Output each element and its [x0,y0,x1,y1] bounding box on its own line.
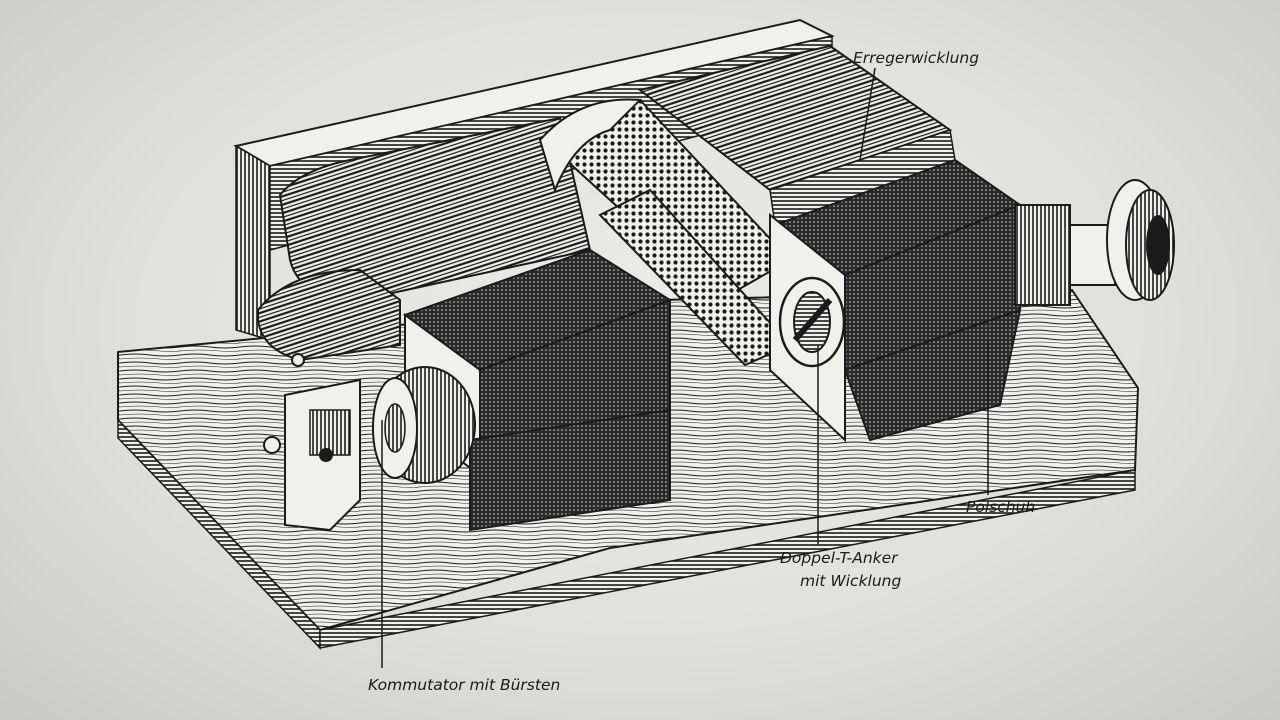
commutator-with-brushes [263,353,476,532]
label-pole-shoe: Polschuh [966,498,1035,516]
label-armature-line1: Doppel-T-Anker [780,549,899,567]
leader-lines [381,67,989,668]
label-armature-line2: mit Wicklung [800,572,901,590]
label-field-winding: Erregerwicklung [853,49,979,67]
label-commutator: Kommutator mit Bürsten [368,676,560,694]
field-winding-lower-left [257,268,401,362]
shaft-and-pulley [1014,179,1175,306]
pole-block-front [402,248,673,532]
pole-block-right [769,158,1023,443]
